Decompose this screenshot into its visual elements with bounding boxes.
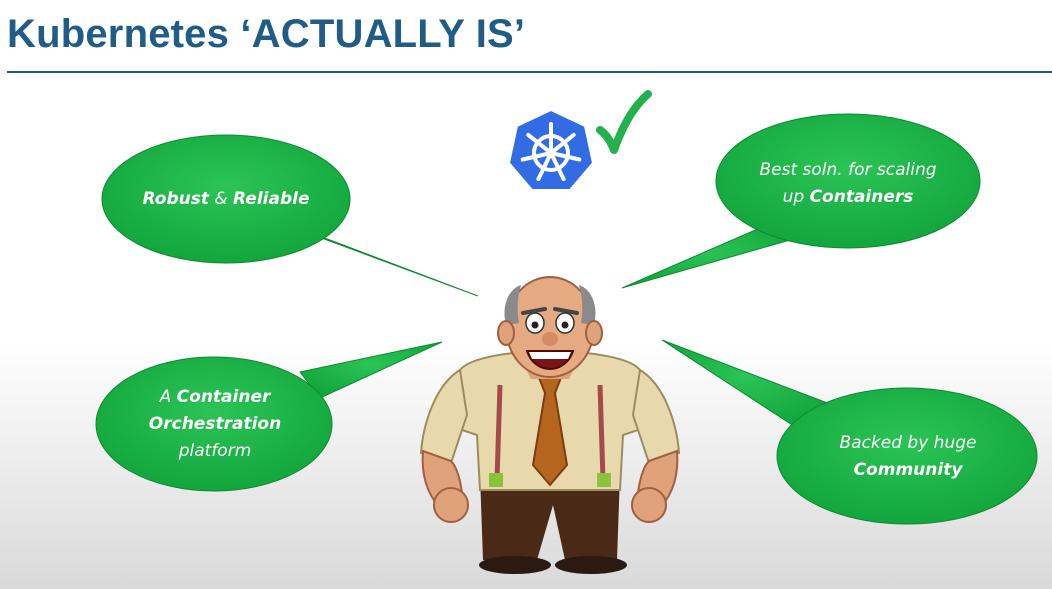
containers-label: Containers <box>809 187 914 207</box>
bubble-text-container-orchestration: A Container Orchestration platform <box>110 384 320 465</box>
platform-label: platform <box>178 441 252 461</box>
containers-line: up Containers <box>720 184 976 211</box>
container-line: A Container <box>110 384 320 411</box>
slide-title: Kubernetes ‘ACTUALLY IS’ <box>7 12 526 56</box>
bubble-text-robust-reliable: Robust & Reliable <box>112 186 340 213</box>
title-underline <box>7 71 1052 73</box>
community-label: Community <box>853 460 963 480</box>
checkmark-icon <box>596 90 652 154</box>
container-label: Container <box>176 387 271 407</box>
cartoon-man-illustration <box>419 276 681 574</box>
orchestration-label: Orchestration <box>148 414 282 434</box>
bubble-robust-reliable <box>101 134 479 297</box>
reliable-label: Reliable <box>233 189 310 209</box>
bubble-scaling-containers <box>621 113 981 289</box>
robust-label: Robust <box>142 189 209 209</box>
a-word: A <box>159 387 177 407</box>
bubble-text-huge-community: Backed by huge Community <box>790 430 1026 484</box>
bubble-container-orchestration <box>95 341 443 492</box>
up-word: up <box>782 187 810 207</box>
bubble-huge-community <box>661 339 1038 525</box>
bubble-text-scaling-containers: Best soln. for scaling up Containers <box>720 157 976 211</box>
ampersand: & <box>208 189 234 209</box>
backed-line: Backed by huge <box>839 433 977 453</box>
scaling-line: Best soln. for scaling <box>759 160 937 180</box>
kubernetes-logo-icon <box>508 108 594 191</box>
